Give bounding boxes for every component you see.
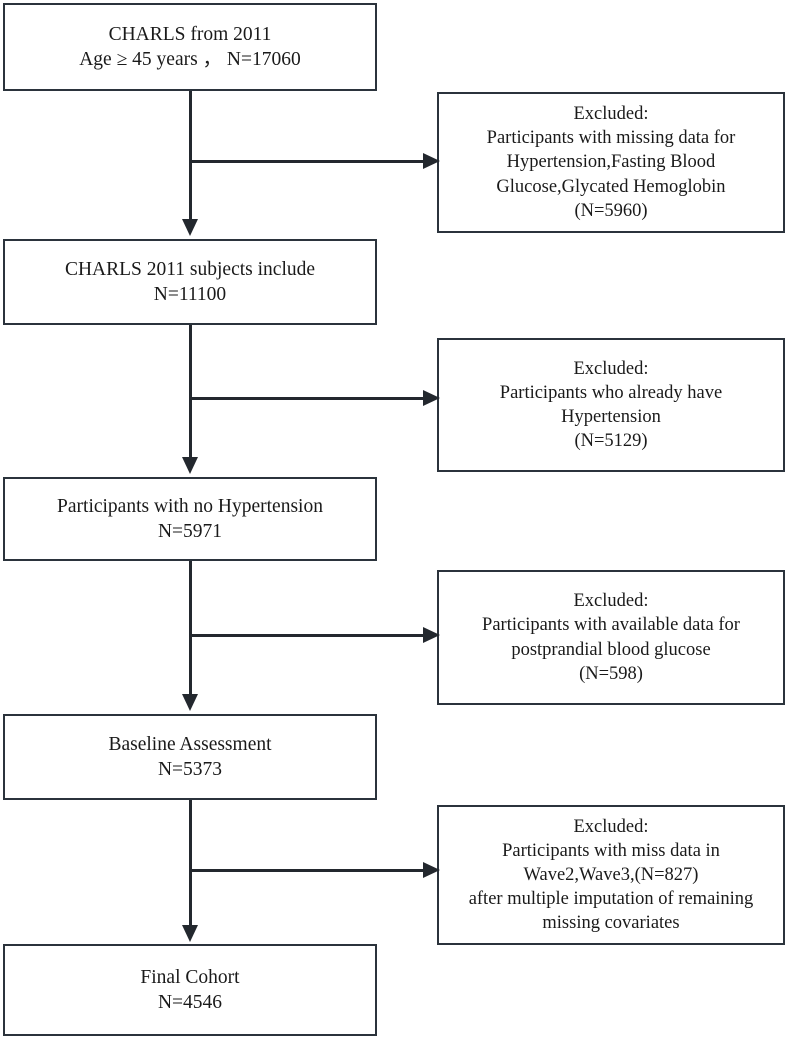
connector-vertical-1 bbox=[189, 91, 192, 221]
node-charls-2011-subjects: CHARLS 2011 subjects include N=11100 bbox=[3, 239, 377, 325]
node-no-hypertension: Participants with no Hypertension N=5971 bbox=[3, 477, 377, 561]
node-line: Participants who already have bbox=[499, 382, 723, 403]
node-final-cohort: Final Cohort N=4546 bbox=[3, 944, 377, 1036]
node-line: (N=598) bbox=[579, 663, 643, 684]
node-line: N=5373 bbox=[157, 759, 223, 780]
node-excluded-postprandial-glucose: Excluded: Participants with available da… bbox=[437, 570, 785, 705]
arrow-down-2 bbox=[182, 457, 198, 474]
arrow-down-4 bbox=[182, 925, 198, 942]
node-line: Participants with missing data for bbox=[486, 128, 736, 149]
connector-branch-1 bbox=[189, 160, 429, 163]
node-line: Hypertension bbox=[561, 407, 661, 427]
node-line: postprandial blood glucose bbox=[511, 639, 711, 660]
node-line: Excluded: bbox=[573, 591, 649, 612]
connector-vertical-2 bbox=[189, 325, 192, 459]
connector-branch-3 bbox=[189, 634, 429, 637]
node-line: (N=5960) bbox=[574, 200, 648, 221]
connector-branch-4 bbox=[189, 869, 429, 872]
node-line: Participants with no Hypertension bbox=[57, 495, 323, 517]
node-baseline-assessment: Baseline Assessment N=5373 bbox=[3, 714, 377, 800]
node-line: (N=5129) bbox=[574, 431, 648, 452]
node-line: N=4546 bbox=[157, 992, 223, 1013]
node-excluded-missing-data: Excluded: Participants with missing data… bbox=[437, 92, 785, 233]
arrow-right-4 bbox=[423, 862, 440, 878]
arrow-down-3 bbox=[182, 694, 198, 711]
connector-branch-2 bbox=[189, 397, 429, 400]
node-line: Glucose,Glycated Hemoglobin bbox=[496, 176, 726, 197]
node-line: CHARLS from 2011 bbox=[108, 23, 272, 45]
arrow-right-1 bbox=[423, 153, 440, 169]
node-line: after multiple imputation of remaining bbox=[468, 889, 754, 910]
connector-vertical-4 bbox=[189, 800, 192, 927]
arrow-right-2 bbox=[423, 390, 440, 406]
node-line: CHARLS 2011 subjects include bbox=[64, 258, 316, 280]
node-line: Participants with available data for bbox=[482, 615, 740, 636]
node-line: Excluded: bbox=[573, 816, 649, 837]
node-line: Final Cohort bbox=[140, 966, 240, 988]
node-excluded-missing-waves: Excluded: Participants with miss data in… bbox=[437, 805, 785, 945]
arrow-right-3 bbox=[423, 627, 440, 643]
node-line: missing covariates bbox=[542, 913, 680, 934]
node-line: Participants with miss data in bbox=[502, 840, 720, 861]
node-line: Excluded: bbox=[573, 358, 649, 379]
node-line: Excluded: bbox=[573, 104, 649, 125]
node-excluded-existing-hypertension: Excluded: Participants who already have … bbox=[437, 338, 785, 472]
node-line: Hypertension,Fasting Blood bbox=[506, 152, 716, 173]
node-line: Age ≥ 45 years ， N=17060 bbox=[79, 49, 301, 70]
node-line: Wave2,Wave3,(N=827) bbox=[523, 864, 699, 885]
node-source-population: CHARLS from 2011 Age ≥ 45 years ， N=1706… bbox=[3, 3, 377, 91]
node-line: Baseline Assessment bbox=[108, 733, 272, 755]
arrow-down-1 bbox=[182, 219, 198, 236]
node-line: N=5971 bbox=[157, 521, 223, 542]
node-line: N=11100 bbox=[153, 284, 227, 305]
connector-vertical-3 bbox=[189, 561, 192, 695]
